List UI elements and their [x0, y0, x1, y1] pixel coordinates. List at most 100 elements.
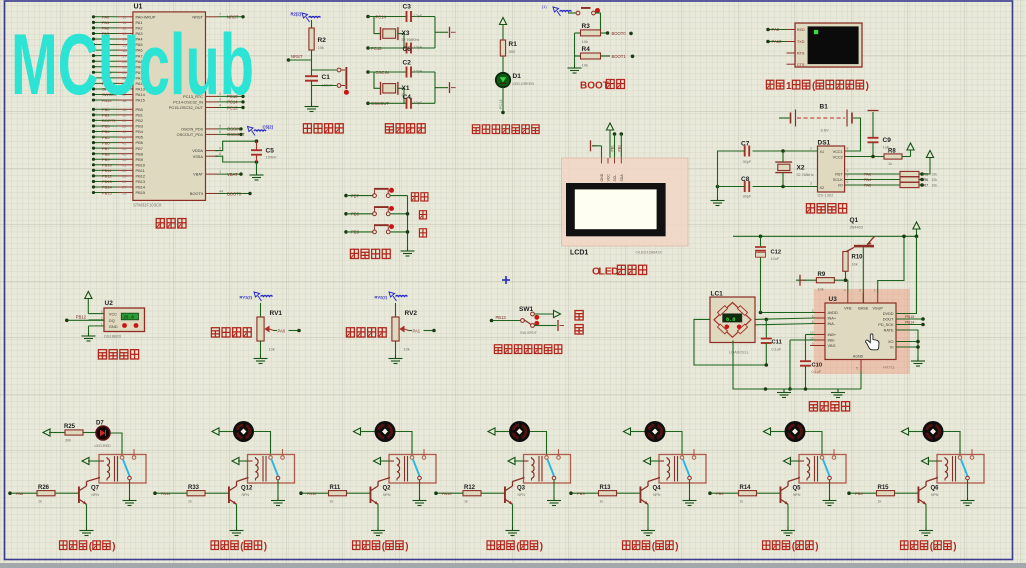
svg-text:PB12: PB12: [136, 174, 146, 179]
svg-text:INA-: INA-: [828, 322, 836, 326]
svg-text:VCC: VCC: [607, 174, 611, 182]
svg-text:PA8: PA8: [102, 59, 110, 64]
svg-text:16: 16: [810, 336, 814, 340]
svg-text:10k: 10k: [852, 263, 858, 267]
svg-text:R6: R6: [924, 178, 929, 182]
svg-text:PB8: PB8: [136, 151, 143, 156]
svg-text:PB11: PB11: [102, 168, 112, 173]
svg-text:DVDD: DVDD: [883, 312, 894, 316]
svg-text:PD_SCK: PD_SCK: [878, 323, 894, 327]
svg-text:3: 3: [101, 310, 103, 314]
svg-text:3: 3: [219, 98, 221, 102]
svg-text:31: 31: [122, 71, 126, 75]
svg-text:32.768kHz: 32.768kHz: [797, 173, 814, 177]
svg-text:8: 8: [847, 147, 849, 151]
svg-text:R10: R10: [852, 255, 864, 261]
svg-text:PC13: PC13: [227, 94, 238, 99]
svg-text:PA1: PA1: [136, 20, 143, 25]
svg-text:R7: R7: [924, 183, 929, 187]
svg-text:19: 19: [122, 114, 126, 118]
svg-text:C7: C7: [741, 141, 750, 148]
svg-text:5: 5: [856, 367, 858, 371]
svg-text:LED-RED: LED-RED: [95, 444, 112, 448]
svg-text:10k: 10k: [932, 172, 938, 176]
svg-text:10k: 10k: [932, 178, 938, 182]
svg-text:43: 43: [122, 147, 126, 151]
svg-text:2: 2: [859, 289, 861, 293]
svg-text:PB13: PB13: [136, 179, 146, 184]
svg-text:9: 9: [812, 342, 814, 346]
svg-text:SCL: SCL: [613, 175, 617, 182]
svg-text:10k: 10k: [269, 348, 275, 352]
svg-text:VCC: VCC: [109, 312, 117, 317]
svg-text:U3: U3: [829, 296, 838, 303]
svg-text:1: 1: [786, 81, 792, 92]
svg-text:PA3: PA3: [102, 31, 110, 36]
svg-text:PB1: PB1: [611, 145, 615, 152]
svg-text:D: D: [611, 266, 619, 278]
svg-text:C1: C1: [322, 74, 331, 81]
svg-text:(: (: [930, 542, 934, 553]
svg-text:NRST: NRST: [227, 15, 239, 20]
svg-text:X1: X1: [820, 150, 825, 154]
svg-text:PA0: PA0: [278, 328, 286, 333]
svg-text:PA3: PA3: [136, 31, 143, 36]
svg-text:9: 9: [219, 146, 221, 150]
svg-text:VBG: VBG: [828, 344, 836, 348]
svg-text:PA9: PA9: [772, 27, 780, 32]
svg-text:PB13: PB13: [496, 315, 507, 320]
svg-text:Q1: Q1: [850, 217, 859, 224]
svg-text:NPN: NPN: [653, 493, 661, 497]
svg-text:C11: C11: [772, 340, 783, 346]
svg-text:PA0-WKUP: PA0-WKUP: [136, 14, 156, 19]
svg-text:X2: X2: [797, 165, 805, 172]
svg-text:42: 42: [122, 141, 126, 145]
svg-text:DS18B20: DS18B20: [104, 334, 122, 339]
svg-text:PA8: PA8: [136, 59, 143, 64]
svg-text:): ): [264, 542, 267, 553]
svg-text:(: (: [240, 542, 244, 553]
svg-text:VSUP: VSUP: [873, 307, 884, 311]
svg-text:PA4: PA4: [864, 177, 872, 182]
svg-text:C12: C12: [771, 250, 782, 256]
svg-text:PA6: PA6: [864, 172, 872, 177]
svg-text:PB14: PB14: [136, 185, 146, 190]
svg-text:(: (: [652, 542, 656, 553]
svg-text:DS-1302: DS-1302: [818, 193, 835, 198]
svg-text:L: L: [598, 266, 605, 278]
svg-text:LED-GREEN: LED-GREEN: [513, 82, 535, 86]
svg-text:NPN: NPN: [931, 493, 939, 497]
svg-text:25.0: 25.0: [123, 316, 134, 321]
svg-text:0.1uF: 0.1uF: [812, 370, 822, 374]
svg-text:GND: GND: [109, 324, 118, 329]
svg-text:1k: 1k: [888, 162, 892, 166]
svg-text:PB13: PB13: [102, 179, 113, 184]
svg-text:(: (: [516, 542, 520, 553]
svg-text:PA4: PA4: [102, 37, 110, 42]
svg-text:VBAT: VBAT: [193, 172, 203, 177]
svg-text:TXD: TXD: [797, 40, 805, 44]
svg-text:NRST: NRST: [291, 54, 303, 59]
svg-text:PA6: PA6: [136, 48, 143, 53]
svg-text:PC15-OSC32_OUT: PC15-OSC32_OUT: [169, 105, 204, 110]
svg-text:6: 6: [219, 130, 221, 134]
svg-text:12pF: 12pF: [414, 46, 423, 50]
svg-text:1k: 1k: [740, 500, 744, 504]
svg-text:21: 21: [122, 164, 126, 168]
svg-text:PB0: PB0: [617, 145, 621, 152]
svg-text:R25: R25: [64, 424, 76, 430]
svg-text:OSCOUT: OSCOUT: [227, 132, 245, 137]
svg-text:PB0: PB0: [102, 107, 110, 112]
svg-text:39: 39: [122, 125, 126, 129]
svg-text:DS1: DS1: [818, 140, 831, 147]
svg-text:10: 10: [122, 16, 126, 20]
svg-text:10k: 10k: [932, 183, 938, 187]
svg-text:1uF: 1uF: [883, 145, 890, 150]
svg-text:30: 30: [122, 65, 126, 69]
svg-text:MCUclub: MCUclub: [11, 17, 254, 113]
svg-text:OLED128642C: OLED128642C: [636, 250, 663, 255]
svg-text:RV1: RV1: [270, 310, 283, 317]
svg-text:(1): (1): [542, 5, 547, 9]
svg-text:PC14-OSC32_IN: PC14-OSC32_IN: [173, 100, 203, 105]
svg-text:PA15: PA15: [442, 491, 452, 496]
